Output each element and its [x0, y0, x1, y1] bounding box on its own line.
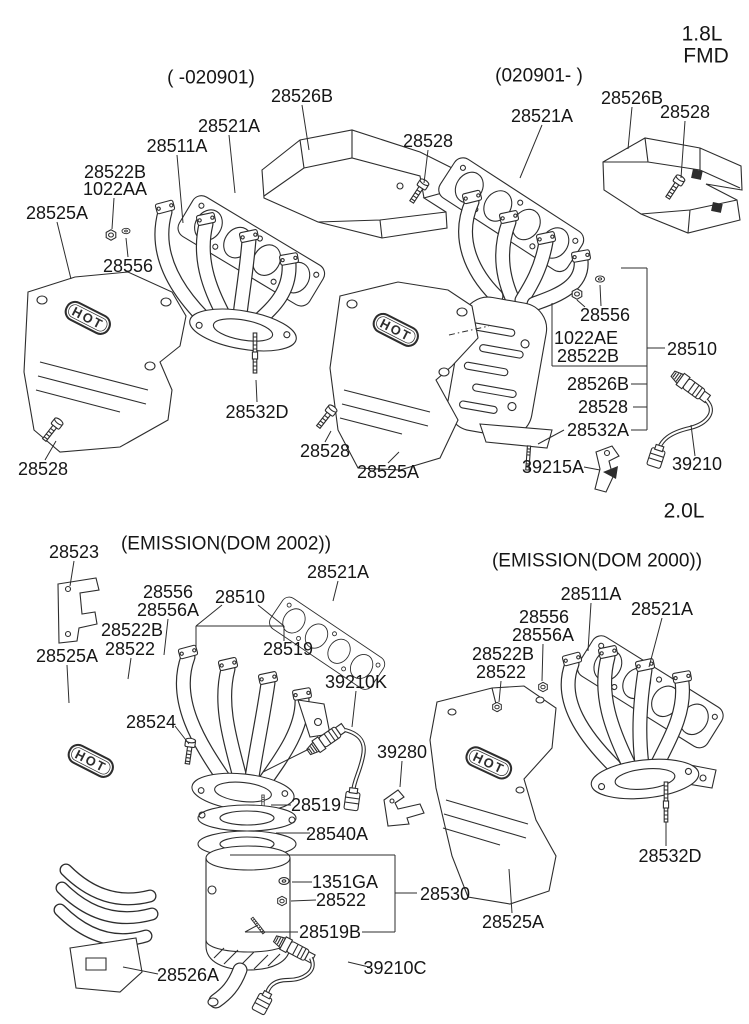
part-label-28528-pre-left: 28528 — [17, 459, 69, 479]
part-label-28556-dom2000: 28556 — [518, 607, 570, 627]
part-label-28556a-dom2000: 28556A — [511, 625, 575, 645]
part-label-28526a-dom2002: 28526A — [156, 965, 220, 985]
part-label-39210k-dom2002: 39210K — [324, 672, 388, 692]
diagram-18l-pre-020901 — [23, 129, 454, 453]
part-label-28532d-pre: 28532D — [225, 402, 289, 422]
part-label-28556-post: 28556 — [579, 305, 631, 325]
part-label-28525a-dom2002: 28525A — [35, 646, 99, 666]
hot-badge-3: HOT — [462, 743, 516, 783]
part-label-28526b-post-top: 28526B — [600, 88, 664, 108]
date-range-pre-020901: ( -020901) — [167, 67, 255, 89]
drive-type-fmd: FMD — [683, 44, 729, 68]
emission-dom-2000-header: (EMISSION(DOM 2000)) — [491, 550, 703, 572]
part-label-39215a-post: 39215A — [521, 457, 585, 477]
part-label-28540a-dom2002: 28540A — [305, 824, 369, 844]
part-label-28519-dom2002-upper: 28519 — [262, 639, 314, 659]
part-label-28522-dom2002: 28522 — [104, 639, 156, 659]
part-label-28521a-post: 28521A — [510, 106, 574, 126]
part-label-28525a-dom2000: 28525A — [481, 912, 545, 932]
part-label-28522b-dom2002: 28522B — [100, 620, 164, 640]
part-label-28510-dom2002: 28510 — [214, 587, 266, 607]
part-label-28522b-pre: 28522B — [83, 162, 147, 182]
part-label-28532d-dom2000: 28532D — [638, 846, 702, 866]
part-label-28528-pre-mid: 28528 — [299, 441, 351, 461]
engine-size-1-8l: 1.8L — [681, 22, 723, 46]
part-label-28526b-post-list: 28526B — [566, 374, 630, 394]
part-label-28525a-pre-upper: 28525A — [25, 203, 89, 223]
hot-badge-0: HOT — [61, 297, 115, 339]
engine-size-2-0l: 2.0L — [663, 499, 705, 523]
part-label-28526b-pre: 28526B — [270, 86, 334, 106]
part-label-1022ae-post: 1022AE — [553, 328, 619, 348]
part-label-28522b-post: 28522B — [556, 346, 620, 366]
part-label-28511a-pre: 28511A — [146, 136, 208, 156]
diagram-18l-post-020901 — [313, 137, 743, 493]
part-label-1022aa-pre: 1022AA — [82, 179, 148, 199]
part-label-28532a-post: 28532A — [566, 420, 630, 440]
date-range-post-020901: (020901- ) — [495, 65, 583, 87]
part-label-1351ga-dom2002: 1351GA — [311, 872, 379, 892]
part-label-28522b-dom2000: 28522B — [471, 644, 535, 664]
part-label-39210c-dom2002: 39210C — [363, 958, 427, 978]
part-label-28522-dom2000: 28522 — [475, 662, 527, 682]
part-label-28521a-dom2000: 28521A — [630, 599, 694, 619]
diagram-20l-dom2002 — [53, 577, 389, 1016]
hot-badge-2: HOT — [64, 740, 118, 782]
part-label-28511a-dom2000: 28511A — [560, 584, 622, 604]
part-label-28528-pre-top: 28528 — [402, 131, 454, 151]
part-label-39280-dom2000: 39280 — [376, 742, 428, 762]
part-label-28521a-dom2002: 28521A — [306, 562, 370, 582]
part-label-28522-dom2002-lower: 28522 — [315, 890, 367, 910]
hot-badge-1: HOT — [369, 309, 423, 351]
part-label-28530-dom2002: 28530 — [419, 884, 471, 904]
part-label-28523-dom2002: 28523 — [48, 542, 100, 562]
part-label-28556-dom2002: 28556 — [142, 582, 194, 602]
part-label-28519b-dom2002: 28519B — [298, 922, 362, 942]
part-label-28556a-dom2002: 28556A — [136, 600, 200, 620]
leader-lines — [44, 104, 696, 975]
diagram-20l-dom2000 — [383, 631, 728, 905]
part-label-28510-post: 28510 — [666, 339, 718, 359]
part-label-28519-dom2002-lower: 28519 — [290, 795, 342, 815]
emission-dom-2002-header: (EMISSION(DOM 2002)) — [120, 533, 332, 555]
part-label-28528-post-top: 28528 — [659, 102, 711, 122]
part-label-28528-post-list: 28528 — [577, 397, 629, 417]
part-label-28521a-pre: 28521A — [197, 116, 261, 136]
part-label-39210-post: 39210 — [671, 454, 723, 474]
part-label-28556-pre: 28556 — [102, 256, 154, 276]
part-label-28525a-pre-lower: 28525A — [356, 462, 420, 482]
part-label-28524-dom2002: 28524 — [125, 712, 177, 732]
